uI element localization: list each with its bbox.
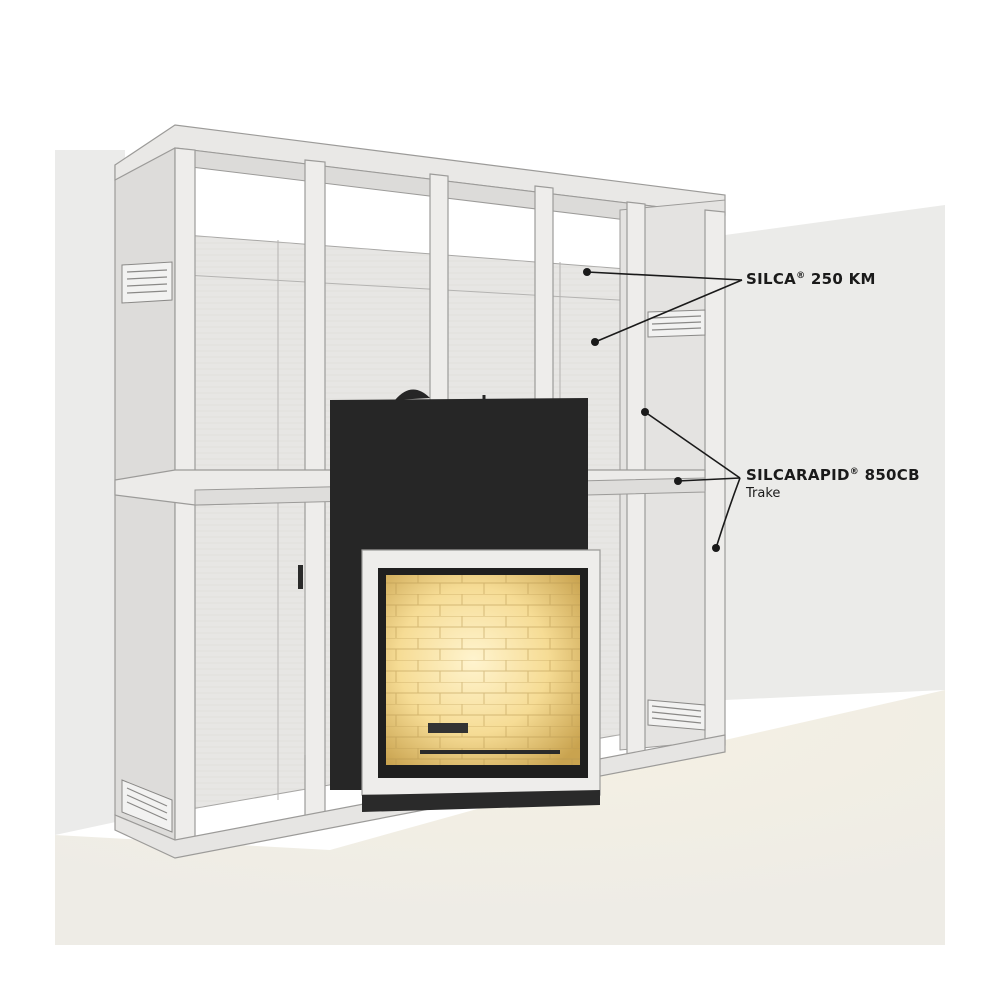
- leader-line: [586, 271, 743, 281]
- leader-line: [677, 477, 741, 482]
- leader-line: [644, 411, 741, 479]
- insert-base: [362, 790, 600, 812]
- stud-3: [429, 173, 449, 421]
- label-silcarapid-sub: Trake: [746, 486, 781, 501]
- label-silcarapid: SILCARAPID® 850CB Trake: [746, 466, 920, 501]
- leader-line: [715, 477, 741, 549]
- room-background: [55, 150, 945, 945]
- side-wall: [725, 205, 945, 700]
- leader-line: [594, 279, 743, 343]
- callout-leaders: [583, 268, 743, 552]
- label-silca-name: SILCA: [746, 270, 797, 288]
- label-silcarapid-model: 850CB: [859, 466, 920, 484]
- fireplace-insert: [330, 389, 601, 812]
- lower-right-vent: [647, 699, 706, 731]
- label-silca: SILCA® 250 KM: [746, 270, 876, 288]
- label-silca-model: 250 KM: [805, 270, 876, 288]
- top-beam: [114, 124, 726, 216]
- registered-mark: ®: [796, 271, 806, 281]
- back-wall: [55, 150, 125, 835]
- upper-left-vent: [121, 261, 173, 304]
- firebrick-pattern: [386, 575, 580, 765]
- upper-right-vent: [647, 309, 706, 338]
- label-silcarapid-name: SILCARAPID: [746, 466, 850, 484]
- registered-mark: ®: [849, 467, 860, 477]
- lower-left-vent: [121, 779, 173, 833]
- insert-top-dome: [395, 389, 430, 400]
- floor: [55, 690, 945, 945]
- access-door-handle: [298, 565, 303, 589]
- ash-grate: [428, 723, 468, 733]
